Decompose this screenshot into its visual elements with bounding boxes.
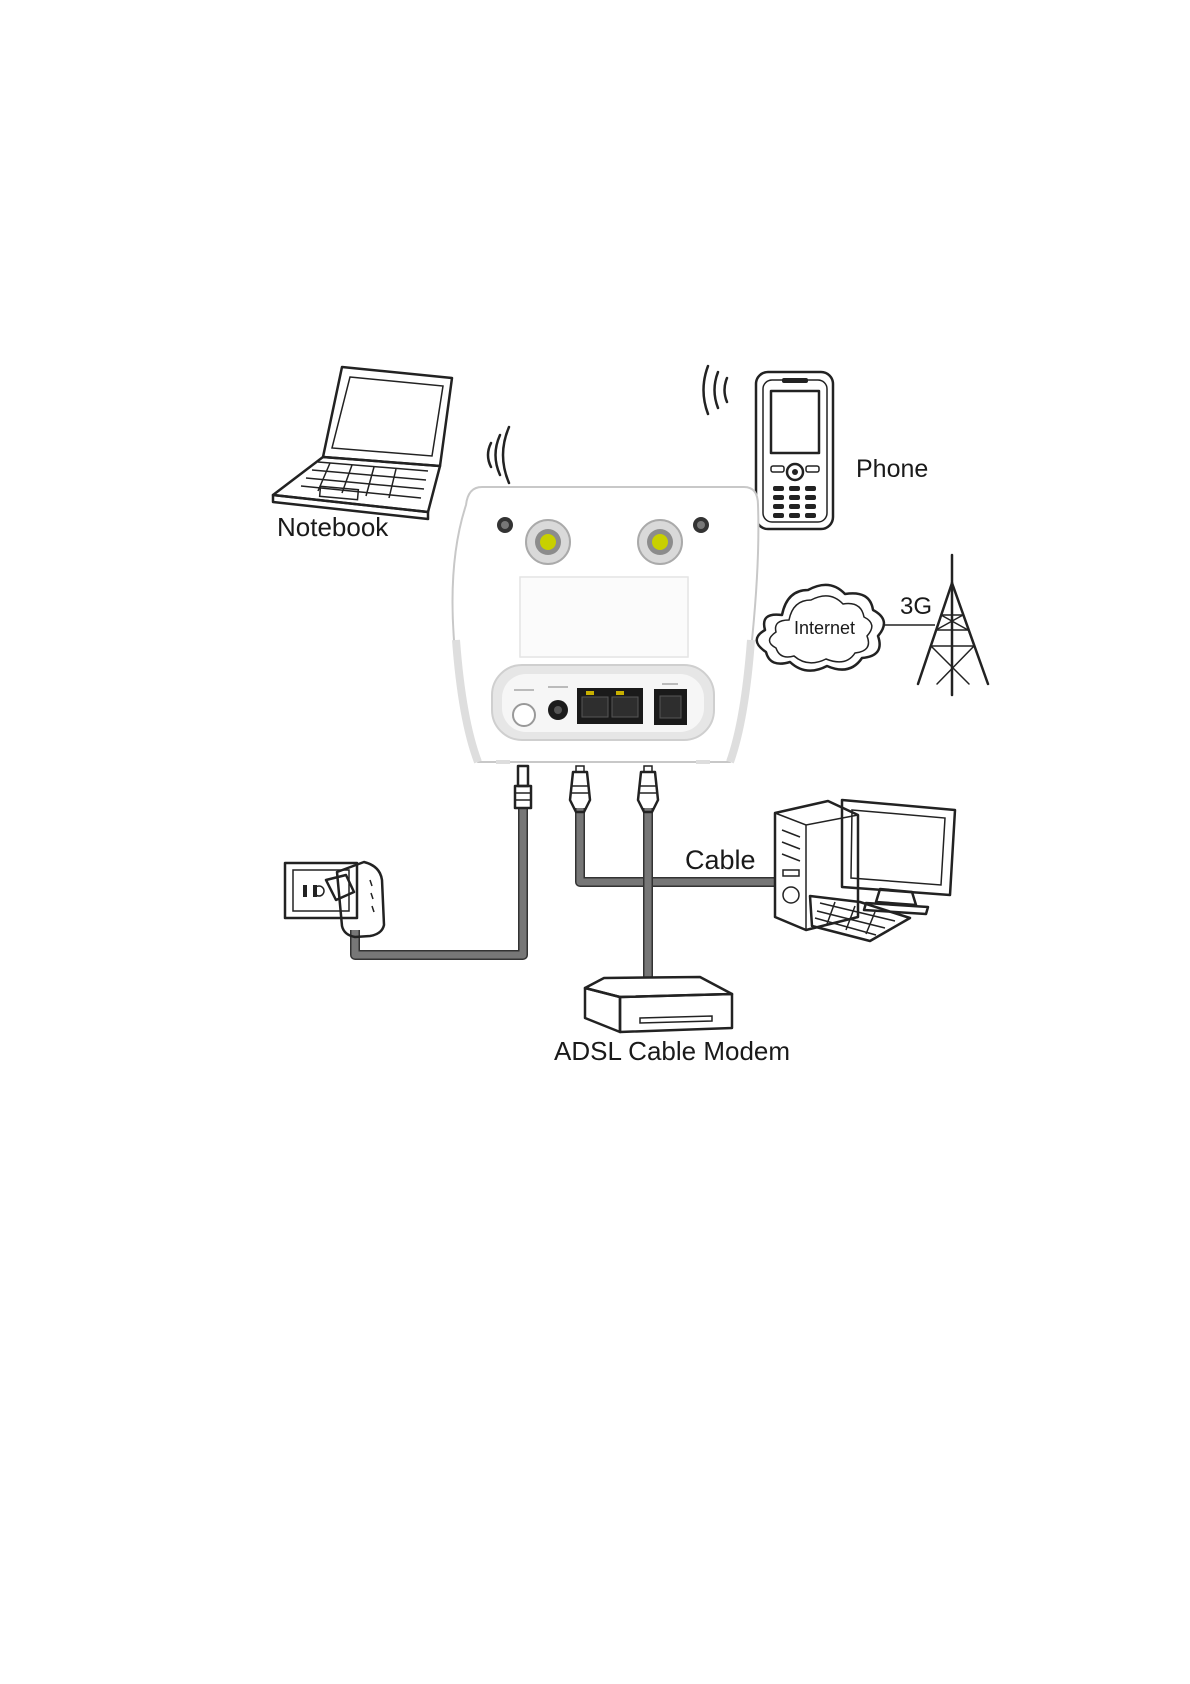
desktop-computer-icon (775, 800, 955, 941)
phone-line-port-icon (654, 683, 687, 725)
ethernet-ports-icon (577, 688, 643, 724)
cable-label: Cable (685, 845, 756, 875)
modem-label: ADSL Cable Modem (554, 1036, 790, 1066)
antenna-port-icon (638, 520, 682, 564)
phone-label: Phone (856, 455, 928, 483)
notebook-icon (273, 367, 452, 519)
dc-plug-icon (515, 766, 531, 808)
antenna-port-icon (526, 520, 570, 564)
wall-socket-icon (285, 863, 357, 918)
rj45-connector-icon (570, 766, 590, 812)
power-button-icon (513, 704, 535, 726)
notebook-label: Notebook (277, 512, 389, 542)
wifi-signal-icon (488, 427, 509, 483)
router-icon (453, 487, 759, 764)
cables (355, 808, 775, 978)
3g-label: 3G (900, 593, 932, 620)
rj45-connector-icon (638, 766, 658, 812)
internet-label: Internet (794, 618, 855, 638)
router-label-area (520, 577, 688, 657)
wifi-signal-icon (704, 366, 728, 414)
adsl-modem-icon (585, 977, 732, 1032)
phone-icon (756, 372, 833, 529)
